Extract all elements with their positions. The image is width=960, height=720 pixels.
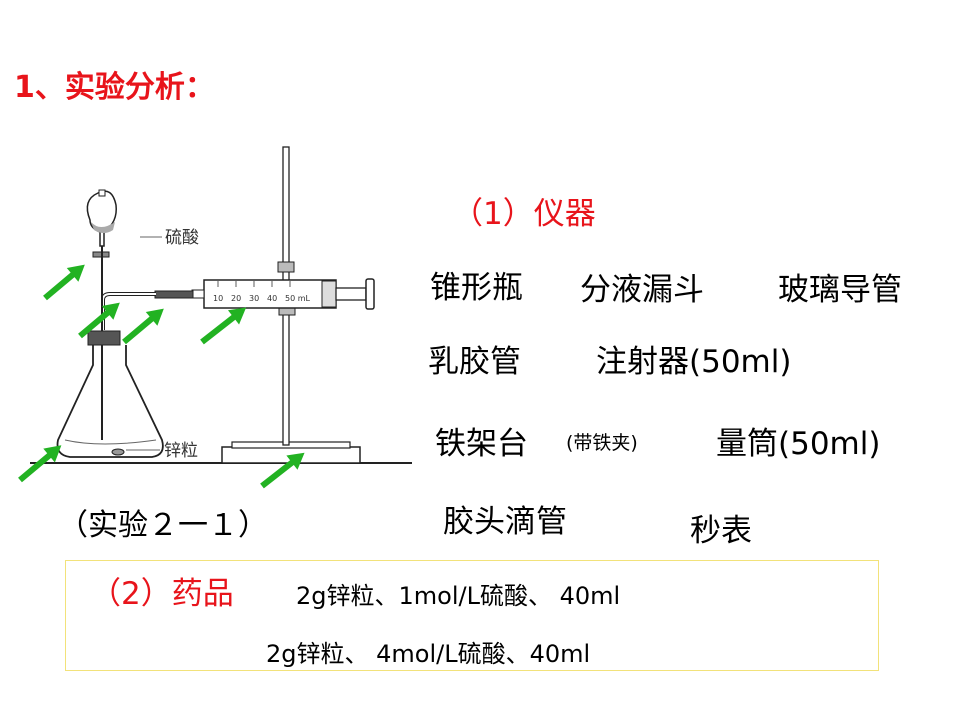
arrow-stopcock-icon xyxy=(43,264,85,301)
instrument-syringe: 注射器(50ml) xyxy=(596,344,792,380)
reagents-line-2: 2g锌粒、 4mol/L硫酸、40ml xyxy=(266,640,591,668)
scale-30: 30 xyxy=(249,294,259,303)
conical-flask xyxy=(56,345,164,458)
separatory-funnel xyxy=(86,190,117,247)
scale-40: 40 xyxy=(267,294,277,303)
arrow-stand-icon xyxy=(260,452,305,489)
instrument-separatory-funnel: 分液漏斗 xyxy=(580,272,704,308)
page-title: 1、实验分析： xyxy=(14,70,215,105)
label-acid: 硫酸 xyxy=(165,228,199,248)
arrow-flask-icon xyxy=(18,445,62,483)
arrow-group xyxy=(18,264,305,489)
figure-caption: （实验２一１） xyxy=(58,508,268,543)
scale-50: 50 mL xyxy=(285,294,311,303)
instrument-conical-flask: 锥形瓶 xyxy=(430,270,523,306)
instrument-iron-stand-note: (带铁夹) xyxy=(566,432,638,454)
arrow-syringe-icon xyxy=(200,307,247,345)
instrument-stopwatch: 秒表 xyxy=(690,513,752,549)
reagents-box xyxy=(65,560,879,671)
instrument-dropper: 胶头滴管 xyxy=(443,504,567,540)
syringe-barrel xyxy=(203,279,337,309)
instrument-glass-tube: 玻璃导管 xyxy=(778,272,902,308)
apparatus-diagram: 10 20 30 40 50 mL 硫酸 锌粒 xyxy=(18,146,412,489)
reagents-line-1: 2g锌粒、1mol/L硫酸、 40ml xyxy=(296,582,621,610)
scale-10: 10 xyxy=(213,294,223,303)
instruments-heading: （1）仪器 xyxy=(452,196,596,232)
instrument-measuring-cylinder: 量筒(50ml) xyxy=(716,426,881,462)
arrow-glass-tube-icon xyxy=(78,302,120,339)
scale-20: 20 xyxy=(231,294,241,303)
rubber-stopper xyxy=(87,330,121,346)
arrow-rubber-tube-icon xyxy=(122,308,164,345)
label-zinc: 锌粒 xyxy=(164,441,198,461)
instrument-iron-stand: 铁架台 xyxy=(435,426,528,462)
instrument-rubber-tube: 乳胶管 xyxy=(428,344,521,380)
rubber-tube xyxy=(154,290,194,299)
reagents-heading: （2）药品 xyxy=(90,576,234,612)
